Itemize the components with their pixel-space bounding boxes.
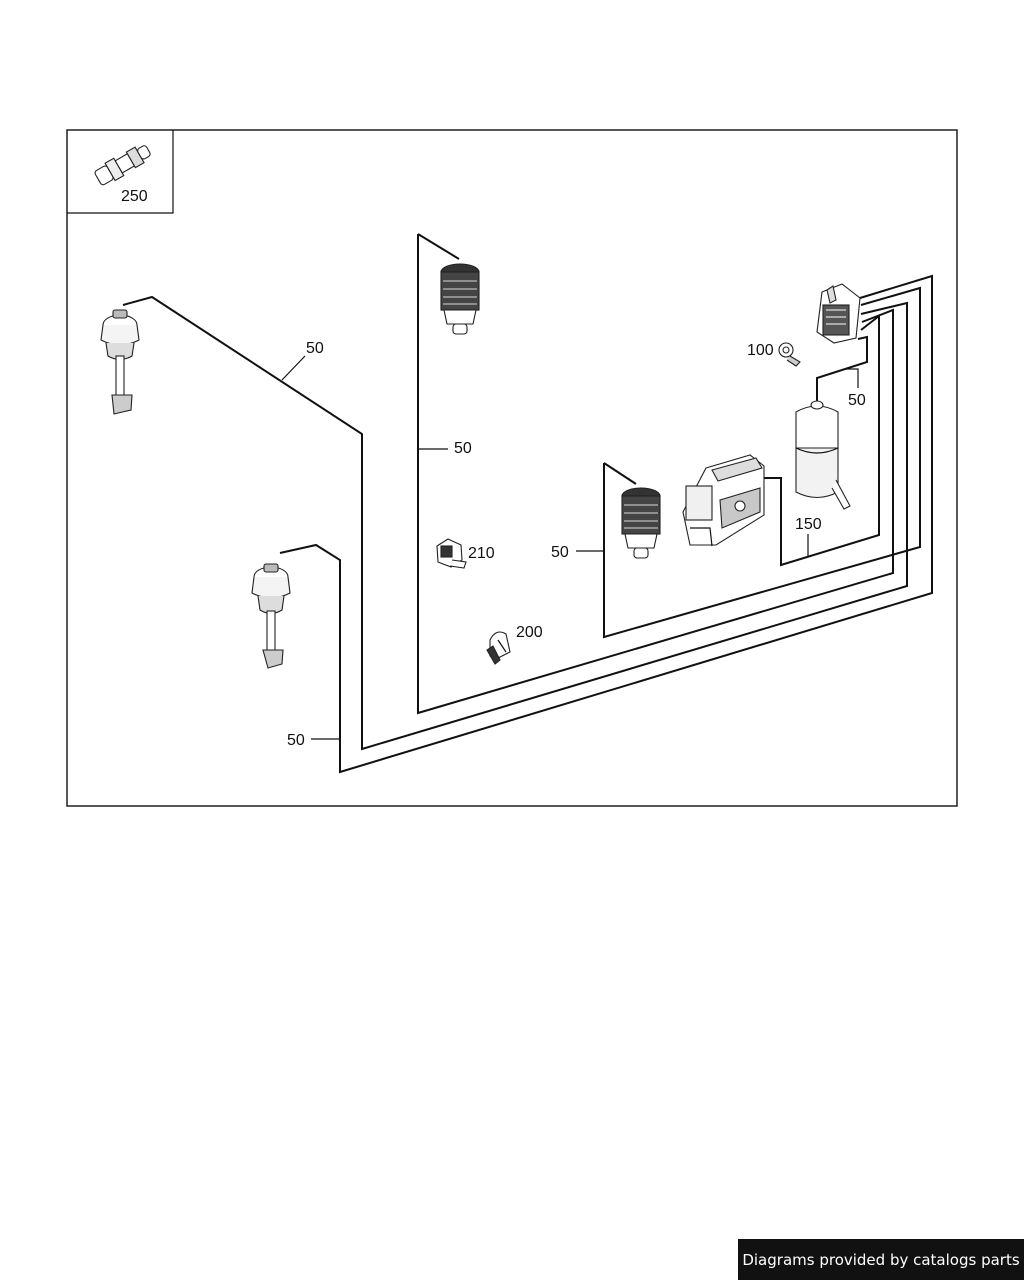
- callout-50-front-left: 50: [306, 340, 324, 357]
- air-line-front-right: [279, 274, 933, 774]
- clip-210-part[interactable]: [436, 538, 467, 569]
- callout-210: 210: [468, 545, 495, 562]
- credit-banner: Diagrams provided by catalogs parts: [738, 1239, 1024, 1280]
- air-line-tank-feed: [816, 335, 868, 403]
- callout-50-rear-left: 50: [454, 440, 472, 457]
- clip-200-part[interactable]: [486, 631, 511, 665]
- line-right-leader: [845, 368, 859, 388]
- callout-250: 250: [121, 188, 148, 205]
- strut-front-right-part[interactable]: [251, 563, 291, 669]
- air-line-compressor-tank: [764, 313, 880, 567]
- callout-200: 200: [516, 624, 543, 641]
- callout-50-valve: 50: [848, 392, 866, 409]
- callout-50-rear-right: 50: [551, 544, 569, 561]
- reservoir-tank-150-part[interactable]: [795, 400, 851, 510]
- air-spring-rear-left-part[interactable]: [440, 263, 480, 335]
- clamp-100-part[interactable]: [778, 342, 801, 367]
- callout-100: 100: [747, 342, 774, 359]
- strut-front-left-part[interactable]: [100, 309, 140, 415]
- air-line-rear-left: [417, 233, 894, 715]
- air-line-rear-right: [603, 286, 921, 639]
- air-spring-rear-right-part[interactable]: [621, 487, 661, 559]
- diagram-frame: [66, 129, 958, 807]
- compressor-unit-part[interactable]: [682, 454, 765, 547]
- callout-150: 150: [795, 516, 822, 533]
- air-line-front-left-leader: [281, 355, 306, 381]
- inset-box: [67, 130, 174, 214]
- callout-50-front-right: 50: [287, 732, 305, 749]
- connector-250-part[interactable]: [93, 141, 153, 187]
- valve-block-part[interactable]: [816, 283, 861, 344]
- air-line-front-left: [122, 295, 908, 751]
